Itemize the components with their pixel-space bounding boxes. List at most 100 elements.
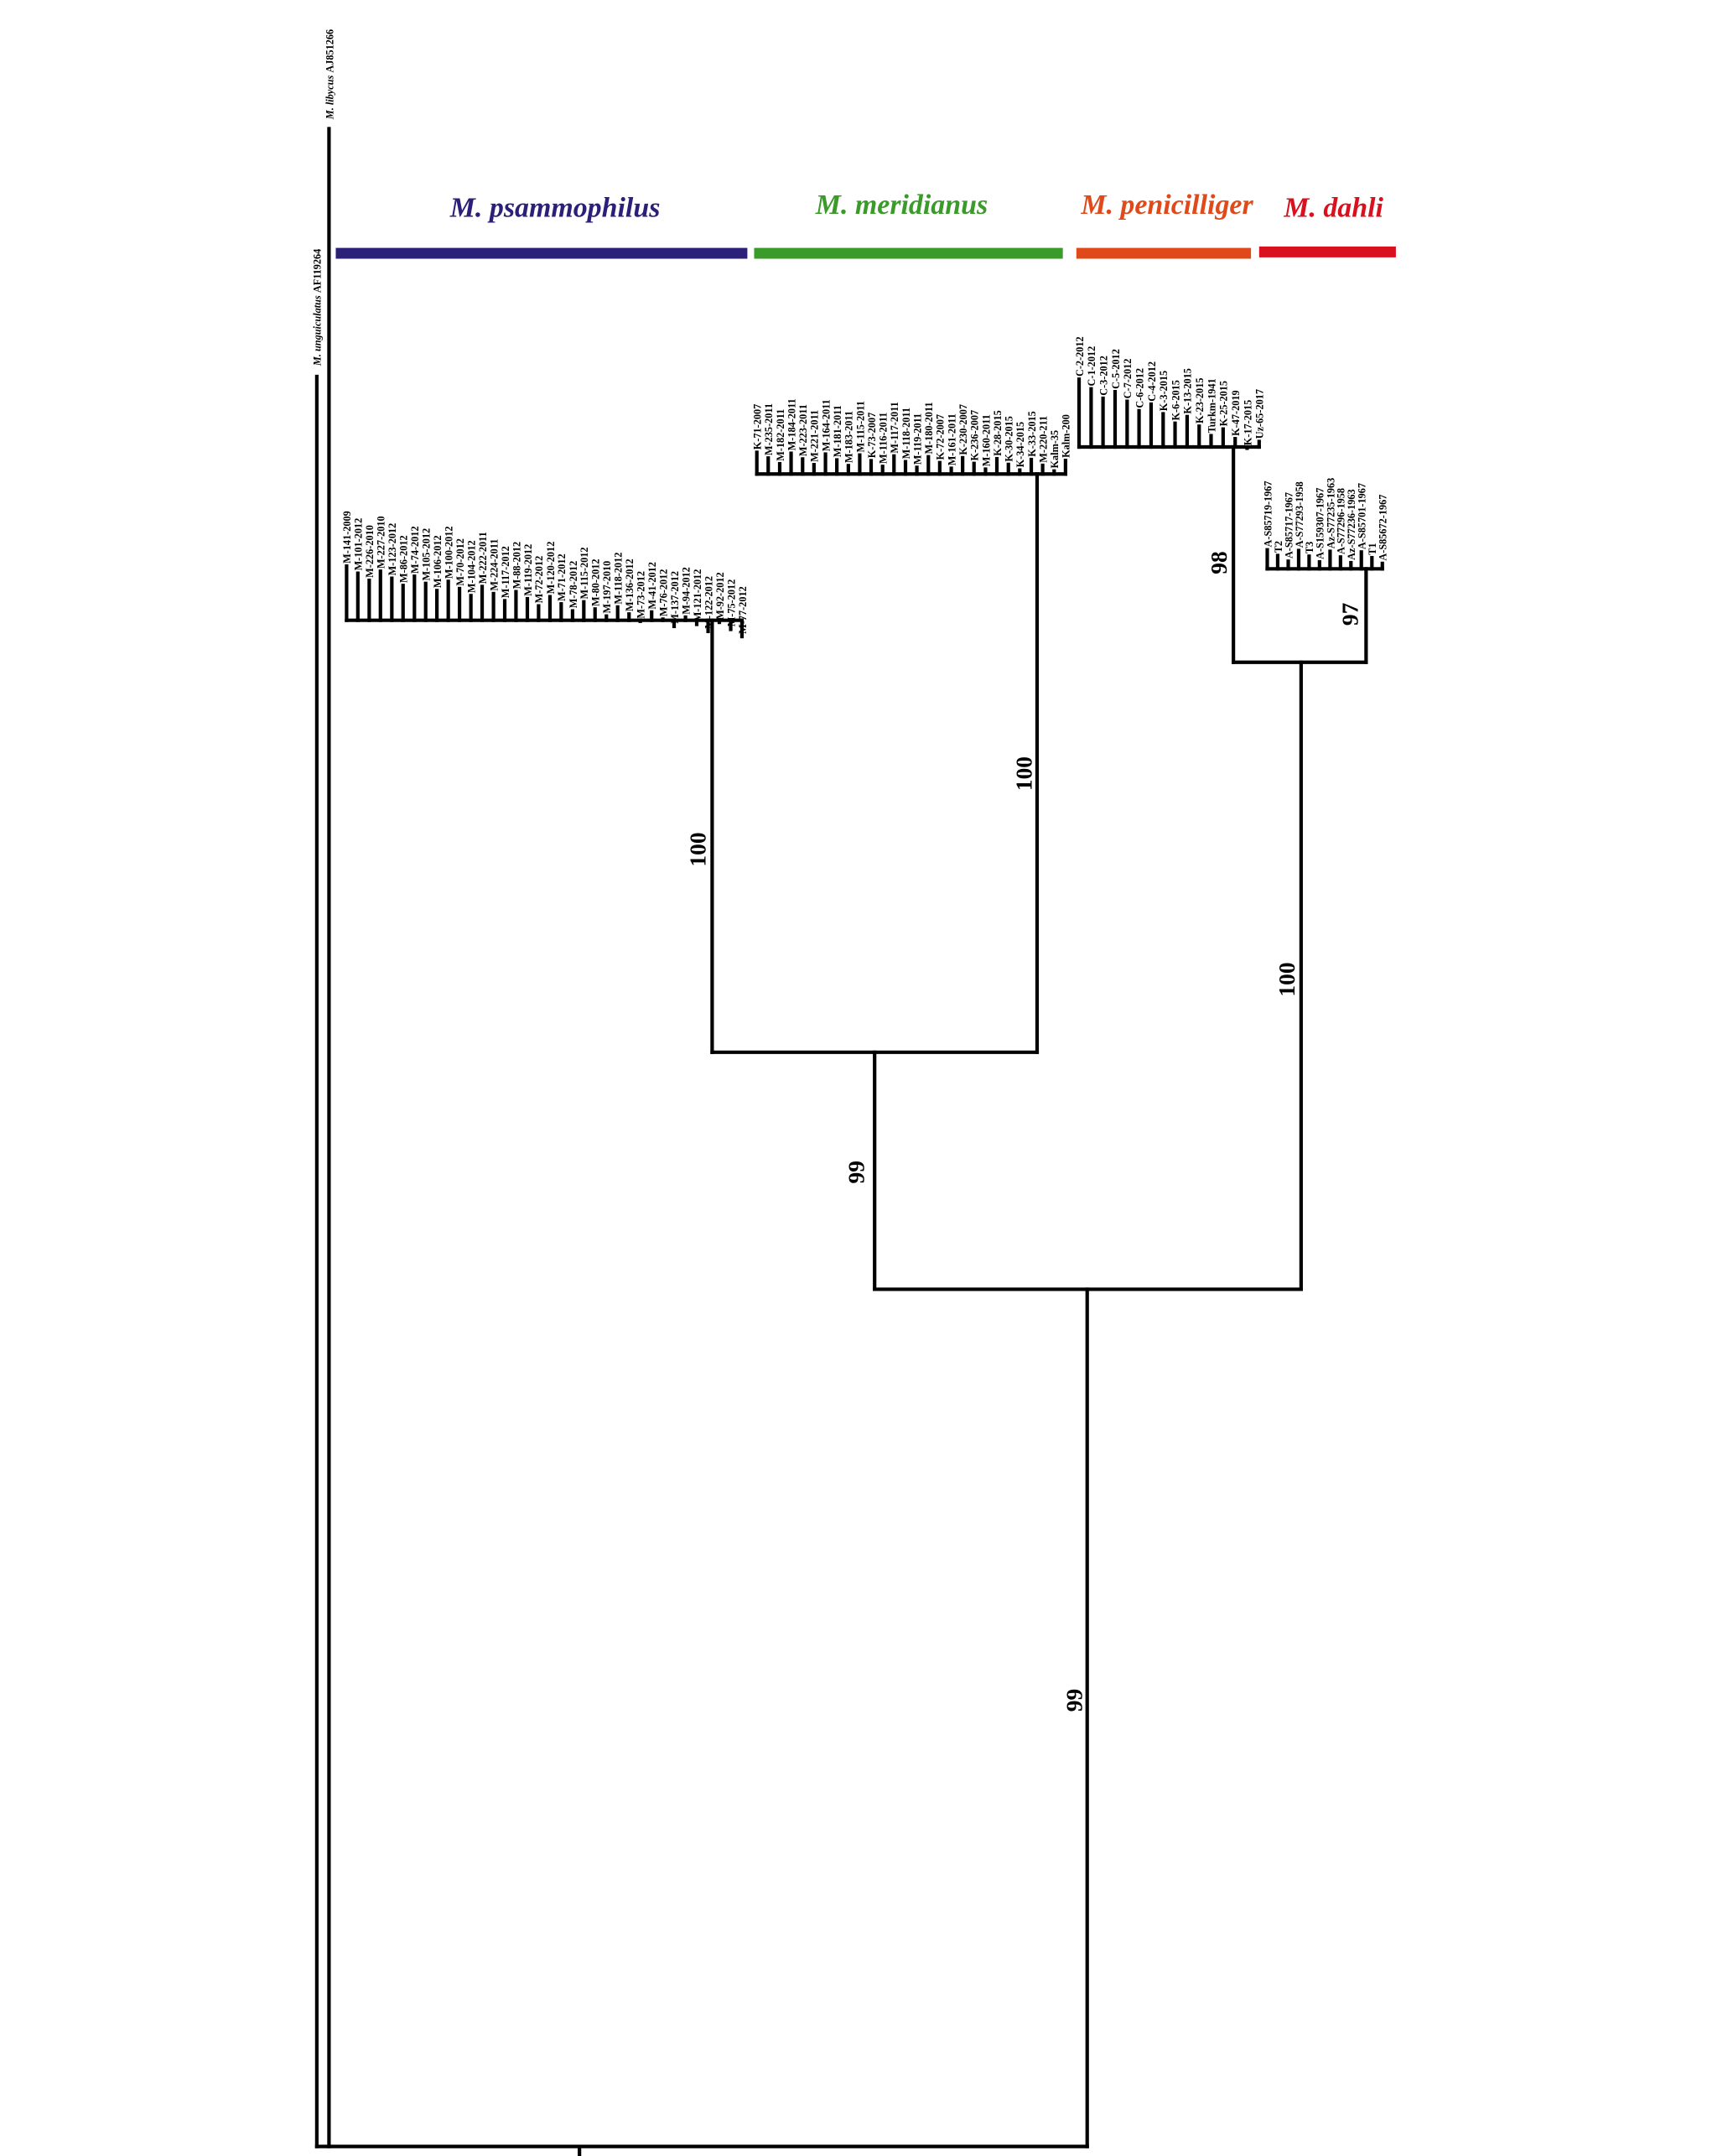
- bootstrap-psammophilus: 100: [685, 832, 710, 866]
- tip-label: M-41-2012: [646, 562, 658, 610]
- tip-label: Az-S77236-1963: [1346, 489, 1357, 560]
- tip-label: M-227-2010: [376, 516, 387, 569]
- tip-label: K-73-2007: [866, 413, 878, 459]
- tip-label: M-123-2012: [387, 523, 398, 576]
- tip-label: C-5-2012: [1110, 349, 1122, 389]
- tip-label: M-222-2011: [477, 532, 489, 584]
- tip-label: K-34-2015: [1014, 422, 1026, 468]
- tip-label: C-6-2012: [1134, 368, 1145, 408]
- tip-label: K-236-2007: [969, 410, 981, 461]
- tip-label: A-S159307-1967: [1315, 488, 1326, 559]
- tip-label: M-136-2012: [624, 558, 636, 611]
- tip-label: M-74-2012: [409, 526, 421, 574]
- tip-label: Kalm-200: [1061, 414, 1072, 458]
- tip-label: M-141-2009: [341, 511, 353, 564]
- tip-label: M-80-2012: [590, 559, 602, 607]
- tip-label: M-164-2011: [820, 399, 832, 451]
- tip-label: M-120-2012: [545, 542, 557, 595]
- tip-label: A-S85717-1967: [1283, 492, 1295, 558]
- tip-label: K-33-2015: [1026, 411, 1038, 457]
- clade-title-penicilliger: M. penicilliger: [1080, 190, 1253, 221]
- tip-label: M-104-2012: [465, 540, 477, 593]
- tip-label: M-106-2012: [432, 535, 444, 588]
- tip-label: M-101-2012: [353, 518, 365, 571]
- tip-label: C-2-2012: [1074, 336, 1086, 377]
- tip-label: M-226-2010: [364, 525, 376, 578]
- tip-label: M-160-2011: [980, 414, 992, 466]
- tip-label: C-4-2012: [1146, 361, 1158, 402]
- tip-label: M-94-2012: [680, 567, 692, 615]
- tip-label: M-117-2012: [500, 546, 511, 598]
- tip-label: M-115-2012: [579, 547, 590, 599]
- tip-label: M-92-2012: [714, 572, 726, 620]
- bootstrap-penicilliger: 98: [1206, 551, 1232, 574]
- tip-label: M-121-2012: [692, 569, 703, 622]
- tip-label: T2: [1273, 541, 1284, 553]
- tip-label: A-S85672-1967: [1378, 495, 1389, 561]
- tip-label: M-221-2011: [809, 410, 821, 462]
- clade-title-dahli: M. dahli: [1283, 192, 1383, 223]
- tip-label: A-S77296-1958: [1336, 488, 1347, 554]
- tip-label: M-116-2011: [878, 413, 890, 464]
- tip-label: M-182-2011: [775, 409, 786, 461]
- tip-label: M-117-2011: [889, 402, 900, 453]
- tip-label: M-161-2011: [946, 413, 957, 465]
- tip-label: K-71-2007: [752, 404, 764, 450]
- tip-label: M-122-2012: [703, 576, 714, 629]
- tip-label: K-3-2015: [1158, 371, 1170, 411]
- tip-label: K-72-2007: [935, 414, 947, 460]
- tip-label: K-47-2019: [1230, 390, 1242, 436]
- tip-label: M-77-2012: [737, 586, 749, 634]
- tip-label: M-197-2010: [601, 561, 613, 614]
- tip-label: M-235-2011: [763, 403, 775, 455]
- tip-label: K-6-2015: [1170, 380, 1181, 420]
- outgroup-label-unguiculatus: M. unguiculatus AF119264: [312, 249, 324, 366]
- tip-label: A-S85719-1967: [1262, 481, 1274, 547]
- tip-label: A-S85701-1967: [1357, 483, 1368, 549]
- clade-bar-meridianus: [754, 247, 1063, 259]
- tip-label: M-183-2011: [843, 411, 855, 463]
- tip-label: M-115-2011: [854, 401, 866, 452]
- backbone-branches: [314, 127, 1368, 2156]
- tip-label: C-3-2012: [1097, 356, 1109, 396]
- tip-label: Kalm-35: [1049, 430, 1061, 469]
- bootstrap-meridianus: 100: [1012, 756, 1037, 791]
- tip-label: M-180-2011: [923, 403, 935, 455]
- tip-label: M-118-2011: [900, 408, 912, 459]
- tip-label: C-7-2012: [1122, 359, 1134, 399]
- tip-label: M-78-2012: [568, 561, 579, 609]
- tip-label: M-86-2012: [398, 535, 410, 583]
- clade-bar-psammophilus: [335, 247, 748, 259]
- tip-label: K-13-2015: [1182, 368, 1194, 414]
- tip-label: M-184-2011: [786, 398, 797, 450]
- bootstrap-penic-dahli: 100: [1274, 962, 1300, 996]
- outgroup-label-libycus: M. libycus AJ851266: [324, 29, 335, 120]
- tip-label: K-23-2015: [1194, 378, 1206, 424]
- clade-title-meridianus: M. meridianus: [815, 190, 988, 221]
- tip-label: M-100-2012: [444, 526, 455, 579]
- tip-label: M-72-2012: [533, 556, 545, 604]
- clade-bar-penicilliger: [1076, 247, 1252, 259]
- tip-label: C-1-2012: [1086, 346, 1097, 387]
- tip-label: K-30-2015: [1004, 416, 1015, 462]
- clade-bar-dahli: [1258, 246, 1396, 257]
- tip-label: T3: [1304, 542, 1315, 553]
- tip-label: M-118-2012: [613, 553, 625, 605]
- tip-label: M-224-2011: [488, 539, 500, 591]
- tip-label: K-17-2015: [1242, 400, 1253, 446]
- tip-label: M-88-2012: [511, 542, 522, 590]
- tip-label: M-76-2012: [657, 569, 669, 617]
- tip-label: M-181-2011: [832, 405, 843, 457]
- tip-label: M-71-2012: [556, 553, 568, 601]
- tip-label: M-119-2011: [911, 413, 923, 465]
- tip-label: A-S77293-1958: [1294, 481, 1305, 548]
- tip-label: M-119-2012: [522, 544, 534, 596]
- tip-label: K-230-2007: [957, 404, 969, 455]
- tip-label: K-25-2015: [1218, 381, 1230, 427]
- tip-label: Az-S77235-1963: [1325, 478, 1336, 549]
- clade-title-psammophilus: M. psammophilus: [449, 192, 661, 223]
